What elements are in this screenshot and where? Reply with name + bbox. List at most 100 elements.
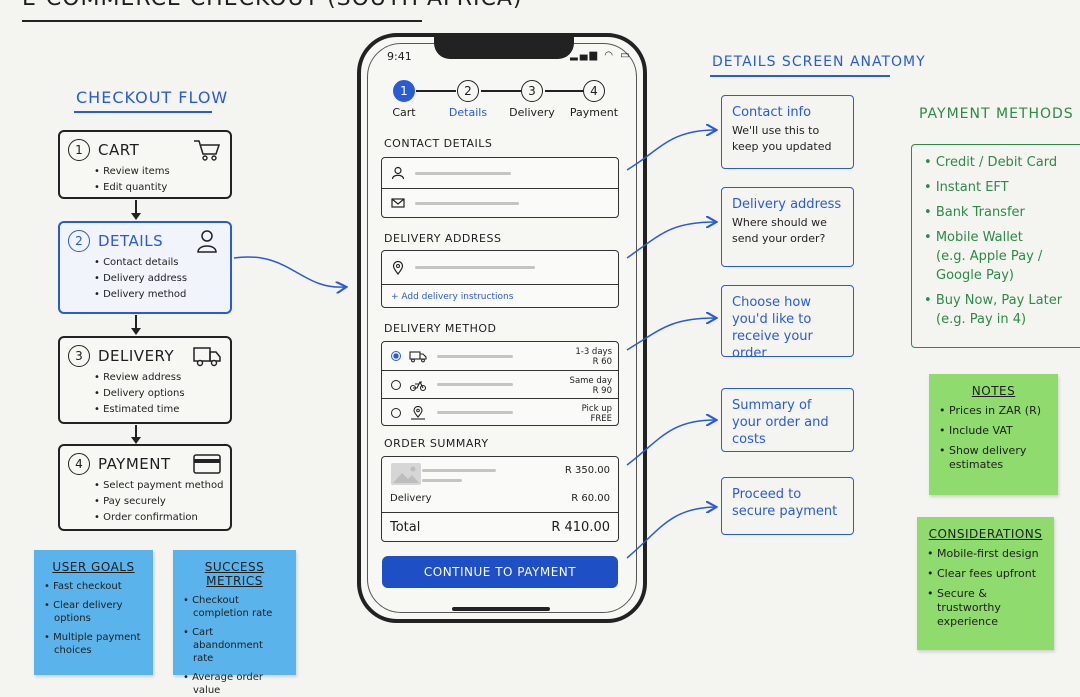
payment-method: Mobile Wallet(e.g. Apple Pay / Google Pa… bbox=[924, 228, 1075, 285]
flow-bullet: Delivery address bbox=[94, 271, 230, 287]
connector-arrows bbox=[233, 0, 1080, 559]
callout-title: Delivery address bbox=[732, 197, 842, 212]
step-label: Details bbox=[448, 106, 488, 119]
truck-icon bbox=[409, 351, 427, 363]
radio[interactable] bbox=[391, 379, 401, 390]
flow-arrow bbox=[131, 315, 141, 335]
address-callout-arrow bbox=[626, 222, 715, 259]
anatomy-title-underline bbox=[710, 75, 890, 77]
step-delivery-dot[interactable]: 3 bbox=[521, 80, 543, 102]
radio[interactable] bbox=[391, 407, 401, 418]
note-item: Clear delivery options bbox=[44, 599, 143, 625]
note-item: Checkout completion rate bbox=[183, 594, 286, 620]
flow-step-number: 3 bbox=[68, 345, 90, 367]
total-price: R 410.00 bbox=[551, 520, 610, 535]
status-time: 9:41 bbox=[387, 50, 412, 63]
delivery-time: Pick up bbox=[581, 404, 612, 414]
radio-selected[interactable] bbox=[391, 351, 401, 361]
callout-contact: Contact info We'll use this to keep you … bbox=[721, 95, 854, 169]
card-icon bbox=[193, 454, 221, 474]
continue-to-payment-button[interactable]: CONTINUE TO PAYMENT bbox=[382, 556, 618, 588]
note-title: USER GOALS bbox=[52, 560, 135, 574]
add-instructions-link[interactable]: + Add delivery instructions bbox=[382, 285, 618, 308]
delivery-price: R 60 bbox=[592, 357, 612, 367]
callout-subtitle: Where should we send your order? bbox=[732, 216, 827, 245]
flow-bullet: Review address bbox=[94, 370, 230, 386]
flow-bullet: Contact details bbox=[94, 255, 230, 271]
step-payment-dot[interactable]: 4 bbox=[583, 80, 605, 102]
delivery-price: R 90 bbox=[592, 386, 612, 396]
flow-bullet: Order confirmation bbox=[94, 510, 230, 526]
flow-step-cart: 1 CART Review items Edit quantity bbox=[58, 130, 232, 199]
flow-step-name: DELIVERY bbox=[98, 347, 175, 365]
flow-step-payment: 4 PAYMENT Select payment method Pay secu… bbox=[58, 444, 232, 531]
note-title: SUCCESS METRICS bbox=[204, 560, 265, 588]
item-price: R 350.00 bbox=[564, 465, 610, 476]
payment-methods-box: Credit / Debit Card Instant EFT Bank Tra… bbox=[911, 144, 1080, 348]
scooter-icon bbox=[409, 380, 427, 391]
considerations-note: CONSIDERATIONS Mobile-first design Clear… bbox=[917, 517, 1054, 650]
flow-title-underline bbox=[74, 111, 212, 113]
details-to-phone-arrow bbox=[233, 256, 345, 287]
step-label: Delivery bbox=[509, 106, 555, 119]
flow-step-name: CART bbox=[98, 141, 140, 159]
flow-bullet: Review items bbox=[94, 164, 230, 180]
payment-method: Bank Transfer bbox=[924, 203, 1075, 222]
flow-bullet: Edit quantity bbox=[94, 180, 230, 196]
note-item: Include VAT bbox=[939, 424, 1048, 438]
flow-bullet: Estimated time bbox=[94, 402, 230, 418]
address-field[interactable] bbox=[382, 251, 618, 284]
callout-subtitle: We'll use this to keep you updated bbox=[732, 124, 832, 153]
stepper-line bbox=[545, 90, 583, 92]
anatomy-title: DETAILS SCREEN ANATOMY bbox=[712, 54, 926, 70]
method-callout-arrow bbox=[626, 318, 715, 351]
home-indicator bbox=[452, 607, 550, 611]
step-cart-dot[interactable]: 1 bbox=[393, 80, 415, 102]
email-field[interactable] bbox=[382, 189, 618, 217]
flow-arrow bbox=[131, 425, 141, 444]
user-icon bbox=[197, 230, 217, 253]
success-metrics-note: SUCCESS METRICS Checkout completion rate… bbox=[173, 550, 296, 696]
method-section-title: DELIVERY METHOD bbox=[384, 322, 497, 335]
flow-step-number: 2 bbox=[68, 230, 90, 252]
product-thumbnail bbox=[391, 463, 421, 485]
flow-bullet: Delivery method bbox=[94, 287, 230, 303]
note-item: Cart abandonment rate bbox=[183, 626, 286, 665]
note-item: Multiple payment choices bbox=[44, 631, 143, 657]
delivery-label: Delivery bbox=[390, 493, 432, 504]
proceed-callout-arrow bbox=[626, 507, 715, 559]
address-fields: + Add delivery instructions bbox=[381, 250, 619, 308]
callout-title: Proceed to secure payment bbox=[732, 487, 838, 519]
order-summary-box: R 350.00 Delivery R 60.00 Total R 410.00 bbox=[381, 456, 619, 542]
pin-icon bbox=[411, 405, 425, 420]
step-details-dot[interactable]: 2 bbox=[457, 80, 479, 102]
flow-bullet: Pay securely bbox=[94, 494, 230, 510]
truck-icon bbox=[193, 347, 221, 367]
note-item: Fast checkout bbox=[44, 580, 143, 593]
note-title: NOTES bbox=[971, 384, 1016, 398]
mail-icon bbox=[391, 198, 405, 208]
add-instructions-text: + Add delivery instructions bbox=[391, 291, 514, 302]
callout-method: Choose how you'd like to receive your or… bbox=[721, 285, 854, 361]
flow-bullet: Delivery options bbox=[94, 386, 230, 402]
user-icon bbox=[391, 166, 405, 180]
name-field[interactable] bbox=[382, 158, 618, 188]
payment-method: Instant EFT bbox=[924, 178, 1075, 197]
flow-title: CHECKOUT FLOW bbox=[76, 88, 229, 107]
phone-notch bbox=[434, 37, 574, 59]
flow-step-name: DETAILS bbox=[98, 232, 164, 250]
contact-section-title: CONTACT DETAILS bbox=[384, 137, 493, 150]
note-item: Secure & trustworthy experience bbox=[927, 587, 1044, 629]
total-label: Total bbox=[390, 520, 421, 535]
stepper-line bbox=[481, 90, 521, 92]
step-label: Payment bbox=[569, 106, 619, 119]
contact-fields bbox=[381, 157, 619, 218]
pin-icon bbox=[392, 260, 404, 275]
note-title: CONSIDERATIONS bbox=[928, 527, 1043, 541]
flow-step-delivery: 3 DELIVERY Review address Delivery optio… bbox=[58, 336, 232, 424]
payment-methods-title: PAYMENT METHODS (ZA) bbox=[919, 106, 1080, 122]
